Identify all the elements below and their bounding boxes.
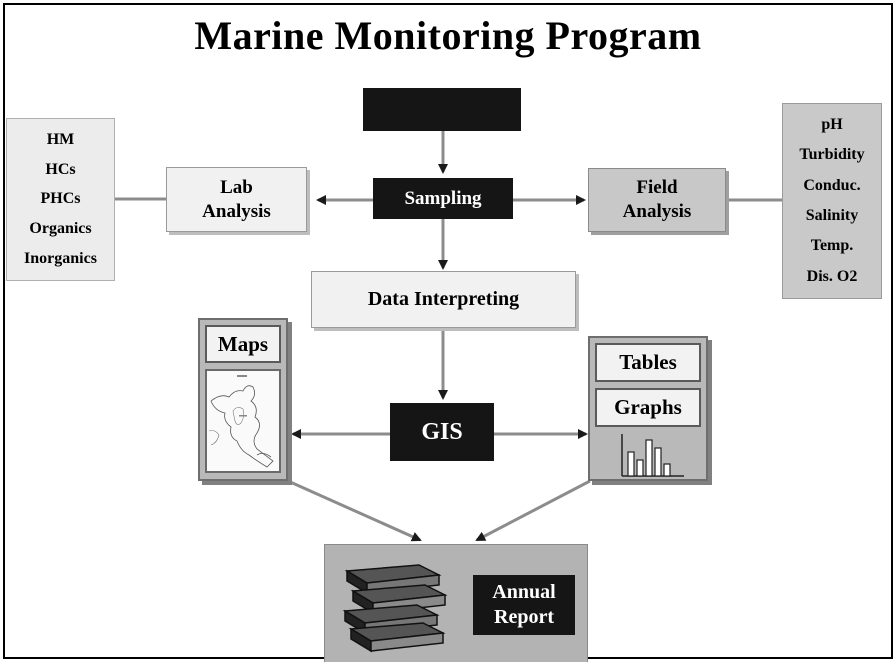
lab-analysis-line2: Analysis <box>202 200 271 222</box>
field-analysis-node: Field Analysis <box>588 168 726 232</box>
field-param-dissolved-oxygen: Dis. O2 <box>806 267 858 285</box>
field-analysis-line2: Analysis <box>622 201 692 222</box>
lab-parameter-list: HM HCs PHCs Organics Inorganics <box>6 118 115 281</box>
lab-param-organics: Organics <box>29 220 92 238</box>
field-param-salinity: Salinity <box>805 207 859 225</box>
data-interpreting-label: Data Interpreting <box>367 288 520 310</box>
annual-report-panel: Annual Report <box>324 544 588 662</box>
map-outline-icon <box>208 375 274 468</box>
blank-start-box <box>363 88 521 131</box>
sampling-node: Sampling <box>373 178 513 219</box>
annual-report-node: Annual Report <box>473 575 575 635</box>
arrow-maps-to-report <box>287 479 422 542</box>
map-image <box>205 369 281 473</box>
field-param-turbidity: Turbidity <box>799 146 865 164</box>
lab-analysis-node: Lab Analysis <box>166 167 307 232</box>
arrow-graphs-to-report <box>475 479 591 542</box>
tables-label: Tables <box>619 350 677 374</box>
lab-param-hcs: HCs <box>45 160 76 178</box>
field-param-ph: pH <box>821 116 843 134</box>
field-param-conductivity: Conduc. <box>803 176 861 194</box>
field-param-temp: Temp. <box>810 237 854 255</box>
graphs-label: Graphs <box>614 395 682 419</box>
maps-label: Maps <box>217 331 269 356</box>
lab-param-phcs: PHCs <box>40 190 81 208</box>
lab-param-inorganics: Inorganics <box>24 250 97 268</box>
page-title: Marine Monitoring Program <box>194 13 702 58</box>
tables-graphs-panel: Tables Graphs <box>588 336 708 481</box>
field-analysis-line1: Field <box>636 177 678 199</box>
data-interpreting-node: Data Interpreting <box>311 271 576 328</box>
field-parameter-list: pH Turbidity Conduc. Salinity Temp. Dis.… <box>782 103 882 299</box>
tables-label-box: Tables <box>595 343 701 382</box>
graphs-label-box: Graphs <box>595 388 701 427</box>
maps-panel: Maps <box>198 318 288 481</box>
lab-param-hm: HM <box>46 130 75 148</box>
bar-chart-icon <box>621 434 684 477</box>
sampling-label: Sampling <box>404 187 482 209</box>
gis-label: GIS <box>421 418 463 445</box>
lab-analysis-line1: Lab <box>220 176 253 198</box>
annual-report-line2: Report <box>494 606 554 628</box>
maps-label-box: Maps <box>205 325 281 363</box>
annual-report-line1: Annual <box>492 581 556 603</box>
books-icon <box>342 564 448 653</box>
gis-node: GIS <box>390 403 494 461</box>
